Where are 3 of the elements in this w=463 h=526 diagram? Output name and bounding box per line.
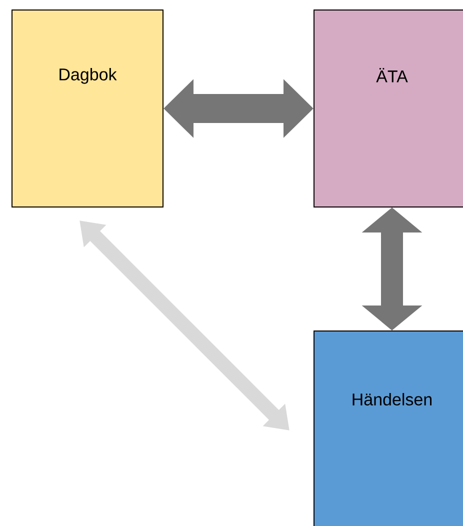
process-box: ÄTA: [314, 10, 463, 208]
process-box: Dagbok: [12, 10, 164, 208]
process-box: Händelsen: [314, 330, 463, 526]
